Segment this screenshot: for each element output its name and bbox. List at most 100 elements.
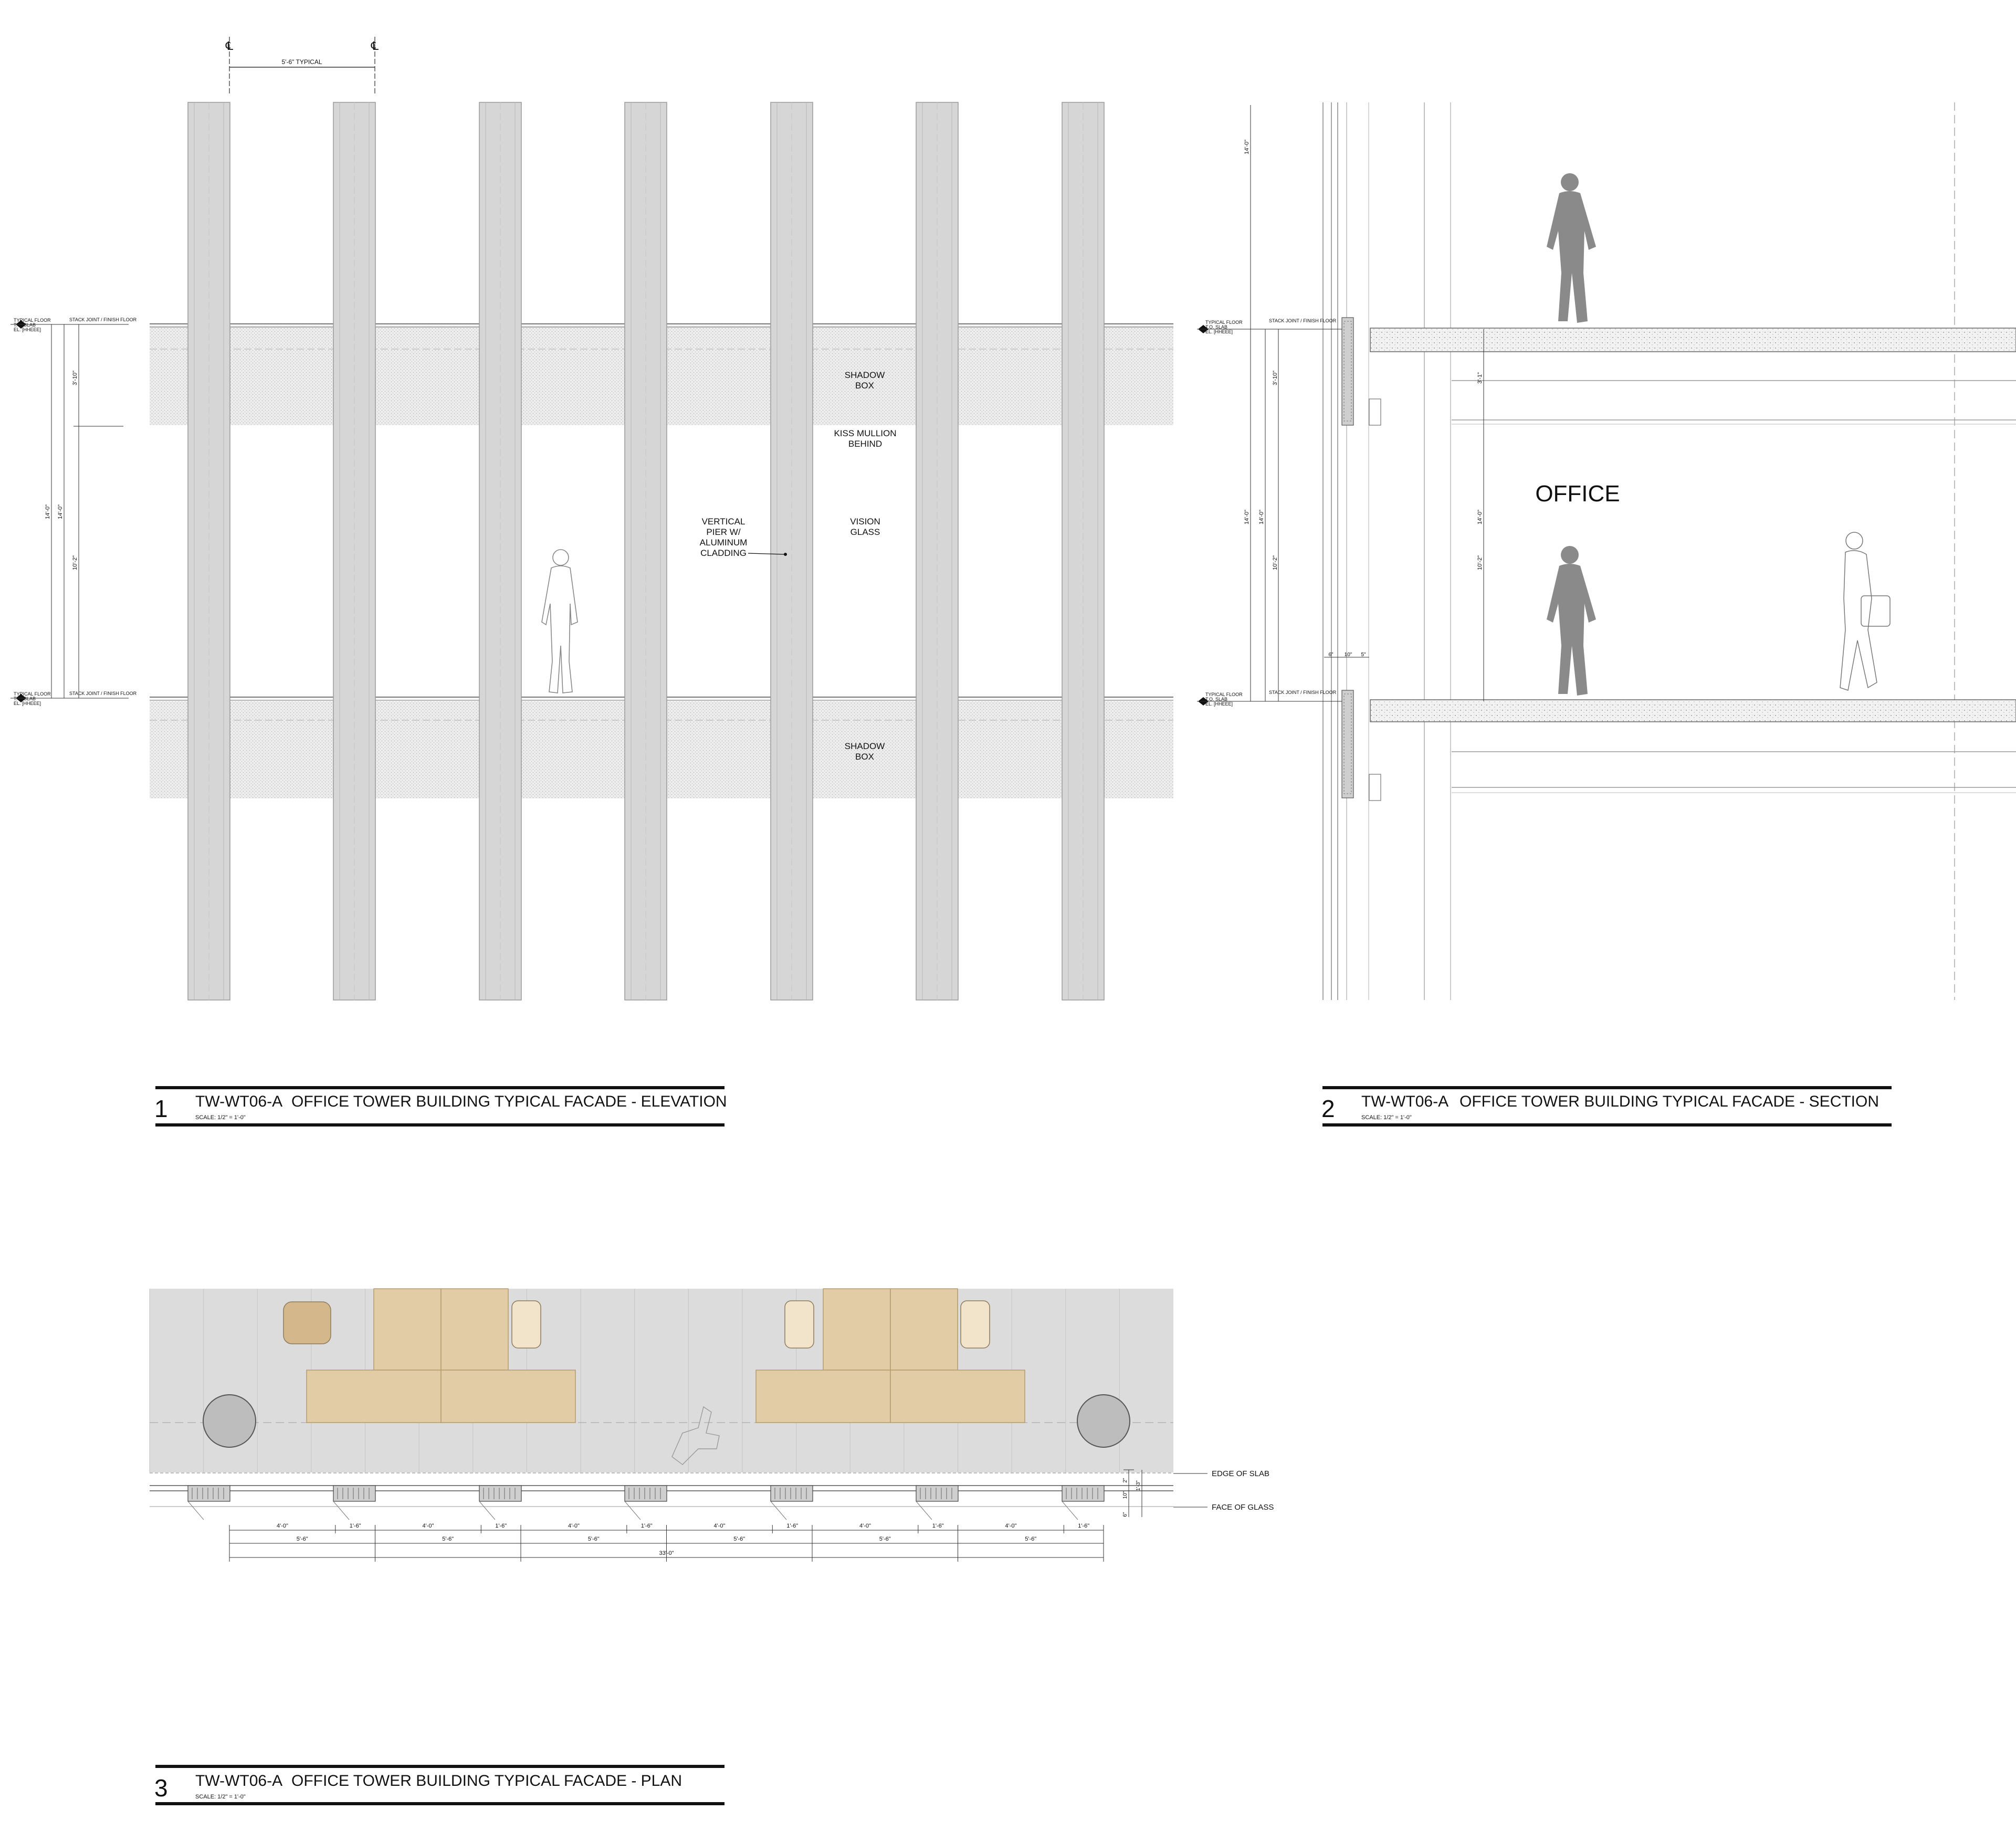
svg-text:14'-0": 14'-0" — [57, 504, 64, 519]
plan-mullion — [187, 1485, 230, 1520]
svg-text:10'-2": 10'-2" — [1477, 555, 1483, 570]
svg-text:BEHIND: BEHIND — [848, 439, 882, 449]
dim-label: 1'-6" — [350, 1523, 361, 1529]
dim-label: 4'-0" — [568, 1523, 580, 1529]
elevation-view: ℄ ℄ 5'-6" TYPICAL SHA — [10, 37, 1173, 1001]
plan-mullion — [479, 1485, 522, 1520]
dim-label: 4'-0" — [422, 1523, 434, 1529]
svg-text:EDGE OF SLAB: EDGE OF SLAB — [1212, 1469, 1269, 1478]
dim-label: 1'-6" — [1078, 1523, 1089, 1529]
dim-label: 5'-6" — [1025, 1536, 1036, 1542]
note-vision-glass: VISION GLASS — [850, 517, 880, 537]
desk-cluster-left — [306, 1288, 576, 1423]
plan-view: EDGE OF SLAB FACE OF GLASS 10" 1'-3" 2" … — [149, 1288, 1274, 1562]
svg-text:STACK JOINT / FINISH FLOOR: STACK JOINT / FINISH FLOOR — [1269, 318, 1337, 323]
svg-text:EL. [HHEEE]: EL. [HHEEE] — [1205, 329, 1233, 334]
svg-text:OFFICE TOWER BUILDING TYPICAL: OFFICE TOWER BUILDING TYPICAL FACADE - P… — [291, 1772, 682, 1790]
label-edge-of-slab: EDGE OF SLAB — [1173, 1469, 1269, 1478]
slab-lower — [1370, 699, 2016, 793]
dim-label: 1'-6" — [932, 1523, 944, 1529]
person-plan-view — [671, 1406, 720, 1465]
title-block-elevation: 1 TW-WT06-A OFFICE TOWER BUILDING TYPICA… — [154, 1086, 727, 1127]
dim-label: 4'-0" — [859, 1523, 871, 1529]
svg-text:14'-0": 14'-0" — [45, 504, 51, 519]
svg-text:3'-1": 3'-1" — [1477, 372, 1483, 384]
vertical-pier — [770, 102, 813, 1001]
svg-text:SCALE: 1/2" = 1'-0": SCALE: 1/2" = 1'-0" — [1361, 1114, 1412, 1121]
dim-label: 5'-6" — [733, 1536, 745, 1542]
svg-text:BOX: BOX — [855, 752, 874, 762]
svg-text:T.O. SLAB: T.O. SLAB — [1205, 697, 1227, 702]
svg-text:14'-0": 14'-0" — [1477, 510, 1483, 524]
svg-text:2: 2 — [1321, 1095, 1335, 1122]
plan-dimension-strings: 4'-0" 1'-6" 5'-6" 4'-0" 1'-6" 5'-6" 4'-0" 1'-6"… — [229, 1523, 1104, 1562]
dim-label: 5'-6" — [297, 1536, 308, 1542]
plan-mullion — [1062, 1485, 1105, 1520]
shadow-box-section-upper — [1341, 317, 1381, 426]
note-vertical-pier: VERTICAL PIER W/ ALUMINUM CLADDING — [700, 517, 787, 558]
column-right — [1077, 1394, 1130, 1448]
svg-text:10": 10" — [1345, 652, 1352, 658]
svg-text:1'-3": 1'-3" — [1136, 1480, 1141, 1491]
svg-text:5": 5" — [1361, 652, 1366, 658]
label-face-of-glass: FACE OF GLASS — [1173, 1503, 1274, 1512]
svg-text:STACK JOINT / FINISH FLOOR: STACK JOINT / FINISH FLOOR — [69, 691, 137, 696]
vertical-pier — [624, 102, 667, 1001]
svg-text:TW-WT06-A: TW-WT06-A — [195, 1093, 282, 1110]
vertical-pier — [479, 102, 522, 1001]
dim-label: 1'-6" — [786, 1523, 798, 1529]
svg-text:BOX: BOX — [855, 381, 874, 391]
svg-text:14'-0": 14'-0" — [1244, 140, 1250, 154]
svg-text:TYPICAL FLOOR: TYPICAL FLOOR — [14, 318, 51, 323]
person-silhouette — [541, 549, 578, 693]
svg-text:℄: ℄ — [225, 39, 234, 52]
room-label: OFFICE — [1535, 481, 1620, 507]
dim-label: 4'-0" — [713, 1523, 725, 1529]
plan-mullion — [333, 1485, 376, 1520]
section-floor-marker-lower: TYPICAL FLOOR T.O. SLAB EL. [HHEEE] STAC… — [1197, 690, 1342, 707]
svg-text:EL. [HHEEE]: EL. [HHEEE] — [14, 327, 41, 332]
elevation-vertical-dimensions — [51, 324, 123, 698]
svg-text:1: 1 — [154, 1095, 168, 1122]
dim-total: 33'-0" — [659, 1550, 674, 1556]
svg-text:TW-WT06-A: TW-WT06-A — [1361, 1093, 1448, 1110]
grid-marker-right: ℄ — [371, 37, 379, 94]
note-kiss-mullion: KISS MULLION BEHIND — [834, 428, 896, 449]
svg-text:6": 6" — [1122, 1512, 1128, 1517]
svg-text:10'-2": 10'-2" — [1272, 555, 1278, 570]
title-block-section: 2 TW-WT06-A OFFICE TOWER BUILDING TYPICA… — [1321, 1086, 1892, 1127]
svg-text:SHADOW: SHADOW — [845, 370, 885, 380]
svg-text:OFFICE TOWER BUILDING TYPICAL: OFFICE TOWER BUILDING TYPICAL FACADE - S… — [1460, 1093, 1879, 1110]
office-chairs — [283, 1300, 990, 1349]
desk-cluster-right — [755, 1288, 1025, 1423]
svg-text:3'-10": 3'-10" — [1272, 371, 1278, 385]
svg-text:T.O. SLAB: T.O. SLAB — [14, 696, 36, 701]
svg-text:3: 3 — [154, 1774, 168, 1802]
svg-text:2": 2" — [1122, 1478, 1128, 1483]
svg-text:ALUMINUM: ALUMINUM — [700, 538, 748, 548]
vertical-pier — [1062, 102, 1105, 1001]
section-dimensions — [1250, 105, 1484, 701]
dim-label: 5'-6" — [442, 1536, 454, 1542]
svg-text:EL. [HHEEE]: EL. [HHEEE] — [1205, 701, 1233, 707]
plan-mullion — [916, 1485, 959, 1520]
svg-text:GLASS: GLASS — [850, 527, 880, 537]
svg-text:STACK JOINT / FINISH FLOOR: STACK JOINT / FINISH FLOOR — [1269, 690, 1337, 695]
svg-text:OFFICE TOWER BUILDING TYPICAL: OFFICE TOWER BUILDING TYPICAL FACADE - E… — [291, 1093, 727, 1110]
svg-text:14'-0": 14'-0" — [1258, 510, 1265, 524]
column-left — [203, 1394, 256, 1448]
svg-text:VERTICAL: VERTICAL — [702, 517, 746, 527]
svg-text:T.O. SLAB: T.O. SLAB — [14, 322, 36, 328]
note-shadow-box-upper: SHADOW BOX — [845, 370, 885, 391]
svg-text:STACK JOINT / FINISH FLOOR: STACK JOINT / FINISH FLOOR — [69, 317, 137, 322]
plan-mullion — [624, 1485, 667, 1520]
dim-label: 4'-0" — [1005, 1523, 1016, 1529]
svg-text:10": 10" — [1122, 1491, 1128, 1499]
shadow-box-section-lower — [1341, 690, 1381, 801]
plan-right-dimensions: 10" 1'-3" 2" 6" — [1122, 1469, 1142, 1517]
title-block-plan: 3 TW-WT06-A OFFICE TOWER BUILDING TYPICA… — [154, 1765, 724, 1805]
svg-text:6": 6" — [1328, 652, 1334, 658]
grid-dimension: 5'-6" TYPICAL — [281, 58, 322, 66]
svg-text:TYPICAL FLOOR: TYPICAL FLOOR — [1205, 692, 1243, 697]
